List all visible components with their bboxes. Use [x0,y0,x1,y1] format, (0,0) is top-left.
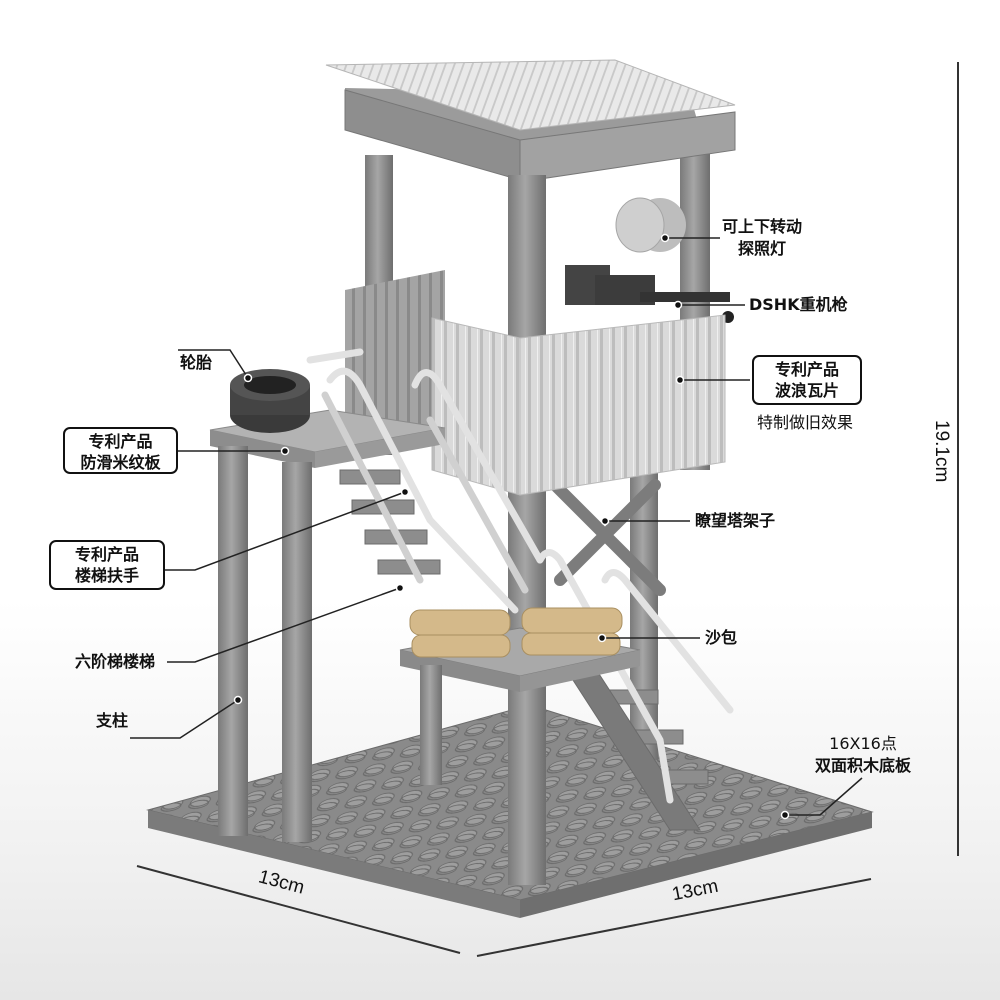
corrugated-panel-label-box: 专利产品 波浪瓦片 [752,355,862,405]
baseplate-label: 16X16点 双面积木底板 [815,733,911,777]
roof [325,59,736,183]
corrugated-panel [431,314,726,496]
stair-handrail-label-line2: 楼梯扶手 [74,566,139,585]
machine-gun [565,265,734,323]
stair-handrail-label-line1: 专利产品 [74,545,139,564]
aged-effect-note: 特制做旧效果 [757,413,854,432]
left-pillar-2 [282,462,312,842]
tire [230,369,310,433]
leader-lines [130,237,863,816]
searchlight-label-line2: 探照灯 [738,239,787,258]
searchlight-label: 可上下转动 探照灯 [722,216,802,260]
dimension-lines [136,62,959,957]
baseplate-label-line2: 双面积木底板 [815,756,912,775]
corrugated-panel-label-line1: 专利产品 [774,360,839,379]
stair-handrail [306,348,734,804]
front-main-pillar [508,175,546,885]
anti-slip-plate-label-box: 专利产品 防滑米纹板 [63,427,178,474]
anti-slip-plate-label-line2: 防滑米纹板 [80,453,161,472]
machine-gun-label: DSHK重机枪 [749,295,848,314]
lower-pillar-left [420,665,442,785]
tower-frame-label: 瞭望塔架子 [695,511,776,530]
leader-dots [233,233,790,820]
corrugated-panel-label-line2: 波浪瓦片 [774,381,839,400]
six-step-stairs-label: 六阶梯楼梯 [75,652,156,671]
stair-handrail-label-box: 专利产品 楼梯扶手 [49,540,165,590]
sandbags-label: 沙包 [705,628,738,647]
baseplate-label-line1: 16X16点 [829,734,897,753]
sandbags [409,607,623,658]
cross-brace [549,479,666,596]
anti-slip-plate-label-line1: 专利产品 [88,432,153,451]
searchlight [615,197,686,253]
left-pillar-1 [218,446,248,836]
tire-label: 轮胎 [180,353,213,372]
searchlight-label-line1: 可上下转动 [722,217,803,236]
height-dimension-label: 19.1cm [931,420,952,483]
pillar-label: 支柱 [96,711,129,730]
